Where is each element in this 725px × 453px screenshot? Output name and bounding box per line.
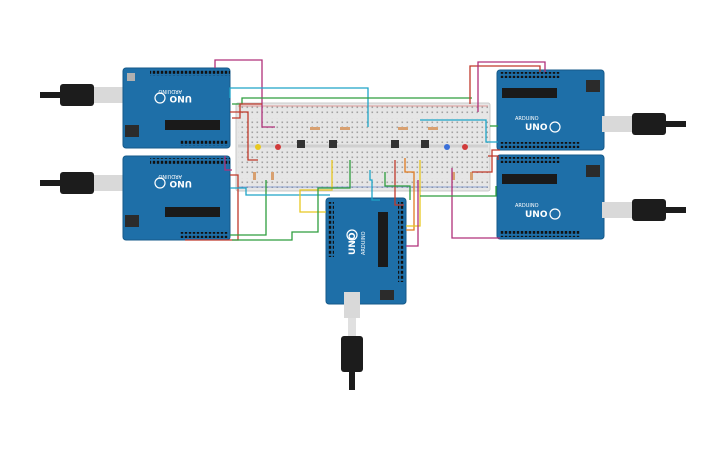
push-button[interactable] [329,140,337,148]
usb-cable-plug [341,336,363,372]
usb-connector [344,292,360,318]
board-label-uno: UNO [525,210,548,220]
wire-red[interactable] [230,111,258,161]
wire-magenta[interactable] [477,61,546,112]
resistor[interactable] [398,127,408,130]
arduino-logo-icon [346,229,358,241]
board-brand-label: ARDUINO [515,203,539,209]
wire-red[interactable] [488,155,499,160]
resistor[interactable] [310,127,320,130]
wire-green[interactable] [420,186,497,197]
resistor[interactable] [452,172,455,180]
usb-cable-plug [60,172,94,194]
board-brand-label: ARDUINO [158,173,182,179]
arduino-board-center[interactable]: UNO ARDUINO [325,197,407,390]
resistor[interactable] [253,172,256,180]
arduino-logo-icon [154,177,166,189]
resistor[interactable] [428,127,438,130]
usb-connector [602,116,632,132]
resistor[interactable] [340,127,350,130]
push-button[interactable] [297,140,305,148]
usb-connector [602,202,632,218]
board-brand-label: ARDUINO [515,116,539,122]
arduino-logo-icon [549,208,561,220]
wire-magenta[interactable] [406,180,419,247]
push-button[interactable] [421,140,429,148]
wire-green[interactable] [232,97,472,105]
wire-cyan[interactable] [420,119,498,143]
wire-yellow[interactable] [406,160,421,227]
wire-green[interactable] [232,160,351,241]
wires[interactable] [185,59,546,247]
usb-cable-plug [60,84,94,106]
wire-magenta[interactable] [214,59,275,128]
wire-magenta[interactable] [451,168,500,239]
board-label-uno: UNO [525,123,548,133]
led-yellow[interactable] [255,144,261,150]
led-red[interactable] [462,144,468,150]
usb-connector [94,87,124,103]
wire-green[interactable] [230,180,267,236]
arduino-board-right-bottom[interactable]: UNO ARDUINO [496,154,686,240]
board-brand-label: ARDUINO [158,88,182,94]
wire-yellow[interactable] [299,160,333,213]
wire-red[interactable] [394,160,404,206]
wire-cyan[interactable] [229,87,369,127]
arduino-logo-icon [154,92,166,104]
arduino-logo-icon [549,121,561,133]
wire-red[interactable] [185,174,239,241]
wire-cyan[interactable] [369,170,380,201]
usb-cable-plug [632,199,666,221]
breadboard[interactable] [235,102,491,192]
wire-green[interactable] [384,172,411,200]
arduino-board-left-bottom[interactable]: UNO ARDUINO [40,155,231,241]
wire-orange[interactable] [404,158,415,231]
wire-red[interactable] [232,103,262,119]
resistor[interactable] [271,172,274,180]
wire-magenta[interactable] [224,156,232,171]
board-label-uno: UNO [348,232,358,255]
push-button[interactable] [391,140,399,148]
wire-cyan[interactable] [230,187,330,196]
board-label-uno: UNO [169,178,192,188]
led-red[interactable] [275,144,281,150]
arduino-board-left-top[interactable]: UNO ARDUINO [40,67,231,149]
board-label-uno: UNO [169,93,192,103]
arduino-board-right-top[interactable]: UNO ARDUINO [496,69,686,151]
usb-connector [94,175,124,191]
wire-red[interactable] [472,149,500,173]
board-brand-label: ARDUINO [361,231,367,255]
led-blue[interactable] [444,144,450,150]
usb-cable-plug [632,113,666,135]
wire-red[interactable] [469,65,541,104]
resistor[interactable] [470,172,473,180]
